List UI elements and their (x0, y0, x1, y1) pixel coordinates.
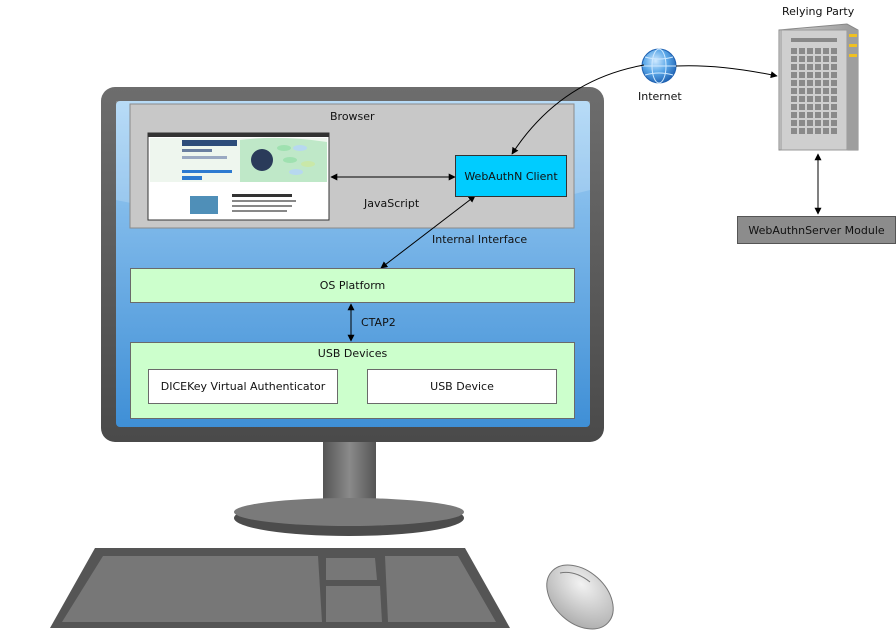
server-grille-cell (823, 112, 829, 118)
server-grille-cell (815, 128, 821, 134)
server-grille-cell (799, 64, 805, 70)
keyboard-illustration (50, 548, 510, 628)
server-grille-cell (791, 104, 797, 110)
server-grille-cell (799, 112, 805, 118)
server-grille-cell (831, 56, 837, 62)
server-grille-cell (831, 72, 837, 78)
server-grille-cell (815, 104, 821, 110)
server-grille-cell (823, 104, 829, 110)
server-grille-cell (831, 88, 837, 94)
dicekey-virtual-authenticator-box: DICEKey Virtual Authenticator (148, 369, 338, 404)
server-grille-cell (791, 112, 797, 118)
server-grille-cell (831, 104, 837, 110)
server-grille-cell (815, 56, 821, 62)
server-grille-cell (791, 128, 797, 134)
server-grille-cell (815, 88, 821, 94)
server-grille-cell (807, 48, 813, 54)
server-grille-cell (823, 48, 829, 54)
server-grille-cell (815, 112, 821, 118)
server-grille-cell (815, 96, 821, 102)
server-grille-cell (807, 88, 813, 94)
server-grille-cell (815, 64, 821, 70)
server-grille-cell (807, 104, 813, 110)
server-grille-cell (799, 72, 805, 78)
server-grille-cell (807, 72, 813, 78)
server-grille-cell (823, 56, 829, 62)
webauthn-client-box: WebAuthN Client (455, 155, 567, 197)
internal-interface-connector (380, 195, 476, 269)
internet-label: Internet (638, 90, 682, 103)
server-grille-cell (799, 120, 805, 126)
server-grille-cell (791, 72, 797, 78)
server-grille-cell (831, 80, 837, 86)
server-grille-cell (815, 48, 821, 54)
server-grille-cell (815, 120, 821, 126)
server-grille-cell (823, 72, 829, 78)
server-grille-cell (807, 112, 813, 118)
internal-interface-edge-label: Internal Interface (432, 233, 528, 246)
server-grille-cell (799, 104, 805, 110)
server-grille-cell (791, 96, 797, 102)
server-grille-cell (799, 80, 805, 86)
server-rack-icon (778, 23, 859, 151)
usb-devices-label: USB Devices (317, 347, 388, 360)
server-grille-cell (799, 88, 805, 94)
server-grille-cell (791, 88, 797, 94)
server-grille-cell (799, 128, 805, 134)
browser-screenshot-thumbnail (147, 132, 330, 221)
server-grille-cell (831, 112, 837, 118)
server-grille-cell (815, 72, 821, 78)
server-grille-cell (823, 64, 829, 70)
server-grille-cell (807, 80, 813, 86)
relying-party-label: Relying Party (782, 5, 855, 18)
os-platform-box: OS Platform (130, 268, 575, 303)
webauthn-server-module-box: WebAuthnServer Module (737, 216, 896, 244)
server-grille-cell (823, 88, 829, 94)
globe-icon (641, 48, 677, 84)
usb-device-box: USB Device (367, 369, 557, 404)
server-grille-cell (831, 120, 837, 126)
server-grille-cell (807, 56, 813, 62)
server-grille-cell (831, 48, 837, 54)
server-grille-cell (807, 120, 813, 126)
javascript-edge-label: JavaScript (364, 197, 420, 210)
server-grille-cell (823, 80, 829, 86)
server-grille-cell (791, 120, 797, 126)
browser-label: Browser (330, 110, 375, 123)
server-grille-cell (815, 80, 821, 86)
server-grille-cell (823, 120, 829, 126)
server-grille-cell (791, 48, 797, 54)
client-internet-connector (511, 64, 645, 155)
server-grille-cell (791, 80, 797, 86)
server-grille-cell (791, 64, 797, 70)
server-grille-cell (823, 96, 829, 102)
server-grille-cell (831, 128, 837, 134)
server-grille-cell (807, 128, 813, 134)
internet-server-connector (675, 65, 778, 79)
server-grille-cell (791, 56, 797, 62)
server-grille-cell (799, 96, 805, 102)
server-grille-cell (831, 96, 837, 102)
server-grille-cell (799, 48, 805, 54)
server-grille-cell (831, 64, 837, 70)
connectors (330, 64, 822, 342)
server-grille-cell (823, 128, 829, 134)
ctap2-edge-label: CTAP2 (361, 316, 396, 329)
mouse-illustration (546, 564, 614, 630)
server-grille-cell (807, 96, 813, 102)
server-grille-cell (799, 56, 805, 62)
server-grille-cell (807, 64, 813, 70)
